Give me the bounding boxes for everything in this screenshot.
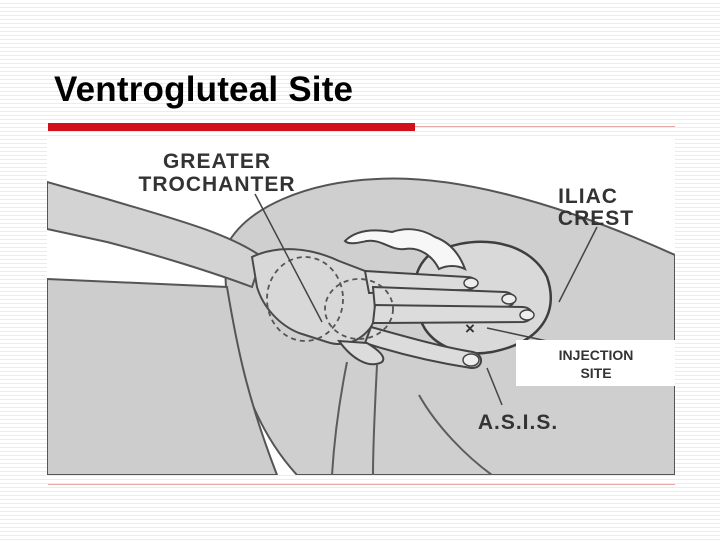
- finger-thumb: [363, 325, 482, 370]
- fingernail-middle: [501, 293, 517, 305]
- label-greater-trochanter-line2: TROCHANTER: [139, 173, 296, 196]
- greater-trochanter-outline: [266, 256, 344, 342]
- fingernail-ring: [519, 309, 535, 321]
- finger-ring: [371, 303, 533, 325]
- slide-title: Ventrogluteal Site: [54, 70, 354, 109]
- leg-shape: [47, 277, 279, 475]
- iliac-crest-bone: [343, 228, 467, 272]
- fingernail-index: [463, 277, 479, 289]
- forearm-shape: [47, 180, 264, 289]
- bottom-divider-line: [48, 484, 675, 485]
- label-iliac-crest-line1: ILIAC: [558, 185, 618, 208]
- label-injection-site-line2: SITE: [580, 365, 611, 381]
- ventrogluteal-illustration: × GREATER TROCHANTER ILIAC CREST INJECTI…: [47, 137, 675, 475]
- buttock-fold-line: [418, 394, 493, 475]
- label-injection-site-line1: INJECTION: [559, 347, 634, 363]
- label-greater-trochanter-line1: GREATER: [163, 150, 271, 173]
- injection-site-label-box: [516, 340, 675, 386]
- label-asis: A.S.I.S.: [478, 411, 558, 434]
- trochanter-inner-outline: [324, 278, 394, 340]
- title-accent-bar: [48, 123, 415, 131]
- leader-injection-site: [486, 327, 548, 342]
- thumb-tip: [462, 353, 480, 367]
- thigh-line-outer: [372, 364, 378, 475]
- thigh-line-inner: [331, 361, 348, 475]
- injection-site-mark: ×: [465, 319, 475, 338]
- finger-pinky: [336, 339, 385, 366]
- title-divider-line: [415, 126, 675, 127]
- leader-greater-trochanter: [254, 193, 323, 323]
- leader-iliac-crest: [558, 226, 598, 303]
- leader-asis: [486, 367, 503, 406]
- label-iliac-crest-line2: CREST: [558, 207, 634, 230]
